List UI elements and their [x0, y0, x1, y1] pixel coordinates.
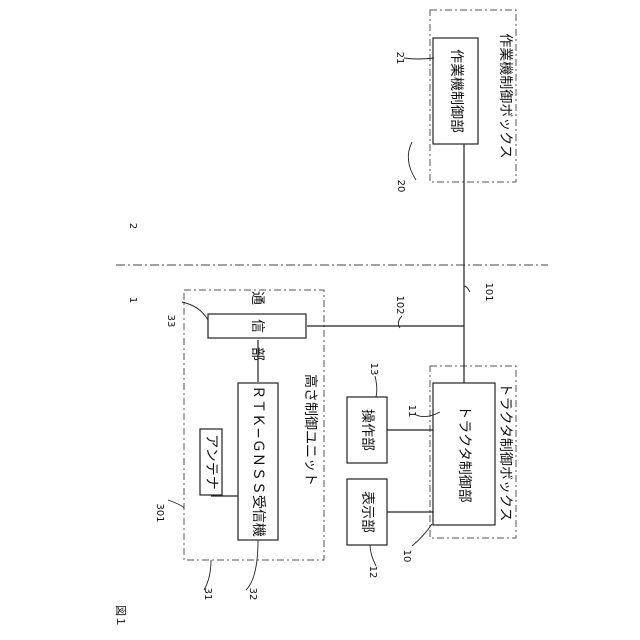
ref-33: 33: [165, 315, 176, 328]
leader-13: [375, 376, 377, 397]
leader-12: [370, 545, 376, 566]
antenna-label: アンテナ: [203, 434, 219, 489]
tractor-control-label: トラクタ制御部: [456, 405, 472, 502]
figure-title: 図１: [114, 605, 127, 627]
leader-21: [404, 58, 434, 59]
ref-13: 13: [368, 363, 379, 376]
ref-32: 32: [247, 588, 258, 601]
ref-301: 301: [154, 503, 165, 522]
tractor-control-box-label: トラクタ制御ボックス: [497, 382, 513, 521]
ref-1: 1: [127, 297, 138, 303]
ref-20: 20: [395, 180, 406, 193]
ref-21: 21: [394, 52, 405, 65]
display-label: 表示部: [359, 491, 375, 533]
communication-label: 通 信 部: [249, 291, 265, 361]
work-machine-box-label: 作業機制御ボックス: [497, 33, 513, 159]
ref-101: 101: [483, 282, 494, 301]
ref-102: 102: [394, 295, 405, 314]
ref-2: 2: [127, 223, 138, 229]
rtk-receiver-label: ＲＴＫ−ＧＮＳＳ受信機: [250, 385, 266, 537]
leader-301: [168, 500, 184, 508]
leader-20: [408, 142, 416, 180]
work-machine-control-label: 作業機制御部: [448, 49, 464, 133]
height-control-unit-label: 高さ制御ユニット: [302, 374, 319, 486]
operation-label: 操作部: [359, 409, 375, 451]
leader-10: [412, 524, 432, 546]
leader-101: [464, 286, 470, 292]
leader-31: [204, 560, 211, 590]
ref-10: 10: [401, 550, 412, 563]
ref-31: 31: [202, 588, 213, 601]
ref-11: 11: [406, 405, 417, 418]
ref-12: 12: [367, 566, 378, 579]
